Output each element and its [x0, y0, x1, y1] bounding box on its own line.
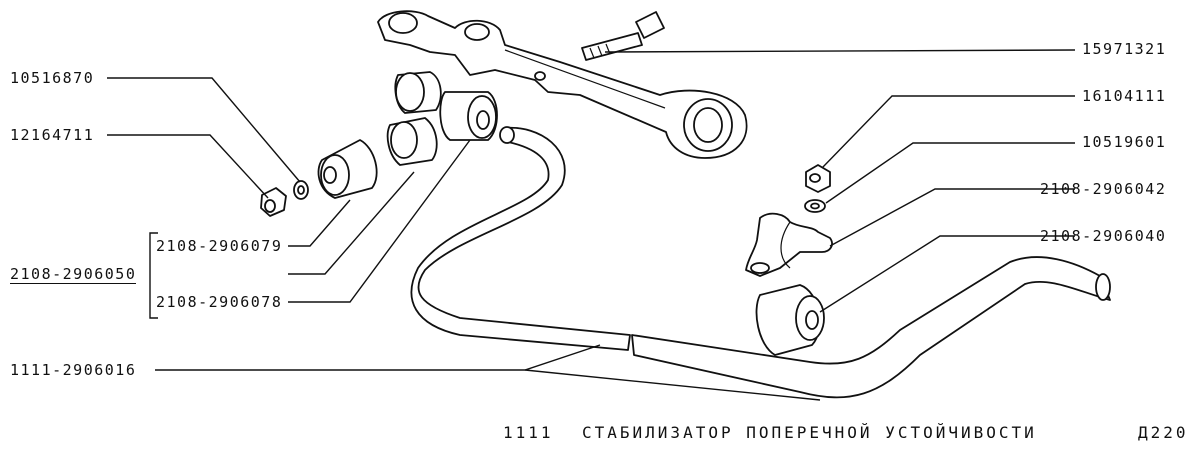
washer-left — [293, 180, 309, 200]
label-2108-2906078: 2108-2906078 — [156, 293, 283, 311]
nut-right — [805, 164, 831, 193]
bushing-right — [755, 284, 825, 356]
leader-lines — [107, 49, 1076, 401]
label-2108-2906040: 2108-2906040 — [1040, 227, 1167, 245]
label-12164711: 12164711 — [10, 126, 95, 144]
label-10516870: 10516870 — [10, 69, 95, 87]
label-15971321: 15971321 — [1082, 40, 1167, 58]
label-10519601: 10519601 — [1082, 133, 1167, 151]
caption-code: Д220 — [1138, 423, 1189, 442]
nut-left — [260, 187, 287, 217]
label-2108-2906042: 2108-2906042 — [1040, 180, 1167, 198]
label-16104111: 16104111 — [1082, 87, 1167, 105]
bracket-clamp — [745, 212, 833, 277]
rubber-cushion — [317, 139, 378, 199]
lower-arm — [377, 10, 748, 159]
bolt — [581, 11, 665, 61]
washer-right — [804, 199, 826, 213]
label-2108-2906079: 2108-2906079 — [156, 237, 283, 255]
label-1111-2906016: 1111-2906016 — [10, 361, 137, 379]
caption-title: СТАБИЛИЗАТОР ПОПЕРЕЧНОЙ УСТОЙЧИВОСТИ — [582, 423, 1037, 442]
stabilizer-bar — [410, 126, 1111, 399]
bushing-clamp-outer — [439, 91, 498, 141]
label-2108-2906050: 2108-2906050 — [10, 265, 137, 284]
bushing-lower — [386, 117, 438, 166]
bushing-upper — [394, 71, 442, 114]
caption-model: 1111 — [503, 423, 554, 442]
